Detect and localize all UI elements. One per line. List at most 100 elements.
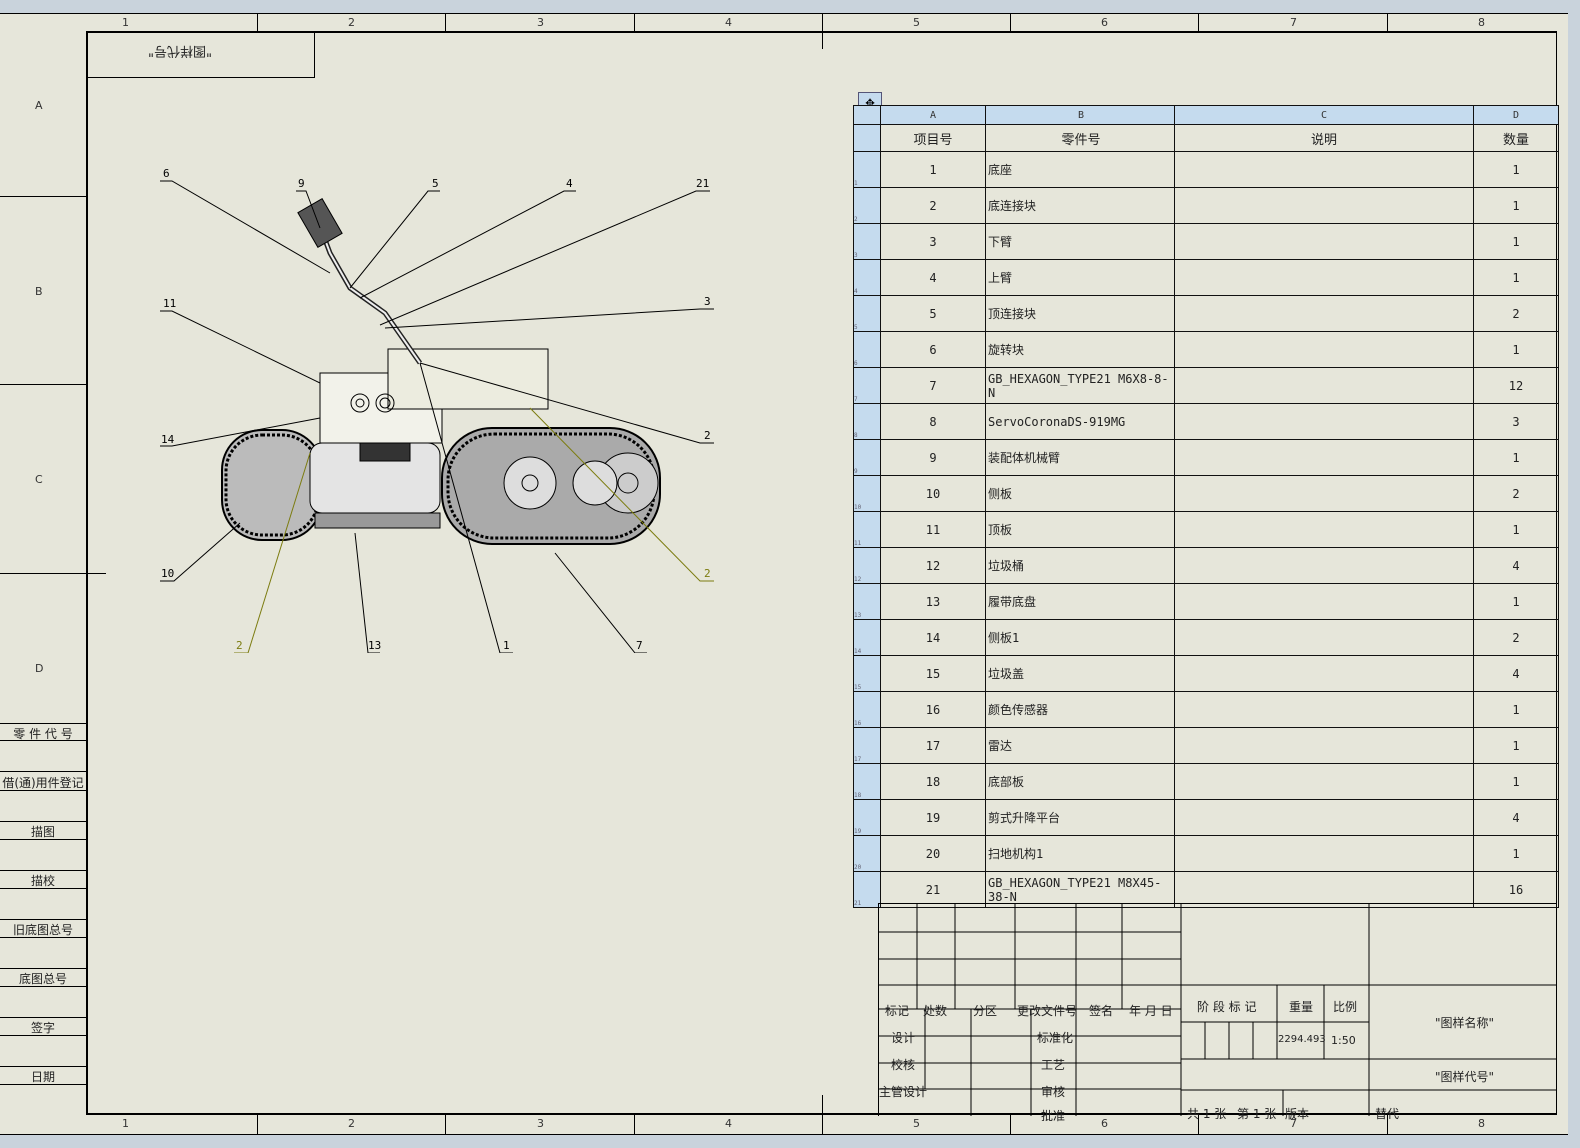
bom-cell-qty[interactable]: 12 — [1473, 367, 1559, 404]
bom-row-handle[interactable]: 6 — [853, 331, 881, 368]
bom-cell-qty[interactable]: 1 — [1473, 187, 1559, 224]
bom-cell-item[interactable]: 14 — [880, 619, 986, 656]
bom-row-handle[interactable]: 7 — [853, 367, 881, 404]
bom-cell-part[interactable]: 顶连接块 — [985, 295, 1175, 332]
bom-cell-qty[interactable]: 4 — [1473, 655, 1559, 692]
bom-cell-desc[interactable] — [1174, 403, 1474, 440]
bom-cell-item[interactable]: 21 — [880, 871, 986, 908]
bom-row-handle[interactable]: 20 — [853, 835, 881, 872]
bom-cell-item[interactable]: 17 — [880, 727, 986, 764]
bom-cell-part[interactable]: 垃圾盖 — [985, 655, 1175, 692]
bom-header-qty[interactable]: 数量 — [1473, 124, 1559, 152]
bom-cell-item[interactable]: 8 — [880, 403, 986, 440]
bom-cell-qty[interactable]: 1 — [1473, 691, 1559, 728]
bom-col-letter-d[interactable]: D — [1473, 105, 1559, 125]
bom-cell-qty[interactable]: 4 — [1473, 547, 1559, 584]
bom-cell-desc[interactable] — [1174, 295, 1474, 332]
bom-cell-qty[interactable]: 1 — [1473, 763, 1559, 800]
bom-cell-part[interactable]: 侧板 — [985, 475, 1175, 512]
bom-header-item[interactable]: 项目号 — [880, 124, 986, 152]
bom-row-handle[interactable]: 21 — [853, 871, 881, 908]
bom-cell-part[interactable]: 底部板 — [985, 763, 1175, 800]
bom-cell-item[interactable]: 11 — [880, 511, 986, 548]
bom-row-handle[interactable]: 19 — [853, 799, 881, 836]
bom-row-handle[interactable]: 2 — [853, 187, 881, 224]
bom-cell-qty[interactable]: 2 — [1473, 475, 1559, 512]
bom-cell-desc[interactable] — [1174, 439, 1474, 476]
bom-cell-item[interactable]: 18 — [880, 763, 986, 800]
bom-cell-qty[interactable]: 1 — [1473, 259, 1559, 296]
bom-cell-part[interactable]: 下臂 — [985, 223, 1175, 260]
bom-cell-part[interactable]: 颜色传感器 — [985, 691, 1175, 728]
bom-cell-desc[interactable] — [1174, 187, 1474, 224]
bom-cell-part[interactable]: ServoCoronaDS-919MG — [985, 403, 1175, 440]
bom-cell-item[interactable]: 1 — [880, 151, 986, 188]
bom-cell-desc[interactable] — [1174, 367, 1474, 404]
bom-cell-desc[interactable] — [1174, 151, 1474, 188]
bom-cell-desc[interactable] — [1174, 619, 1474, 656]
bom-row-handle[interactable]: 8 — [853, 403, 881, 440]
bom-row-handle[interactable]: 16 — [853, 691, 881, 728]
bom-cell-qty[interactable]: 1 — [1473, 511, 1559, 548]
bom-cell-part[interactable]: 侧板1 — [985, 619, 1175, 656]
bom-cell-item[interactable]: 9 — [880, 439, 986, 476]
bom-cell-desc[interactable] — [1174, 655, 1474, 692]
bom-cell-qty[interactable]: 1 — [1473, 439, 1559, 476]
bom-cell-part[interactable]: 剪式升降平台 — [985, 799, 1175, 836]
bom-row-handle[interactable]: 17 — [853, 727, 881, 764]
bom-cell-item[interactable]: 10 — [880, 475, 986, 512]
bom-cell-item[interactable]: 13 — [880, 583, 986, 620]
bom-cell-item[interactable]: 19 — [880, 799, 986, 836]
bom-cell-part[interactable]: GB_HEXAGON_TYPE21 M6X8-8-N — [985, 367, 1175, 404]
bom-header-part[interactable]: 零件号 — [985, 124, 1175, 152]
bom-cell-part[interactable]: 底连接块 — [985, 187, 1175, 224]
bom-cell-item[interactable]: 7 — [880, 367, 986, 404]
bom-cell-desc[interactable] — [1174, 727, 1474, 764]
bom-cell-qty[interactable]: 1 — [1473, 223, 1559, 260]
bom-cell-qty[interactable]: 2 — [1473, 619, 1559, 656]
bom-row-handle[interactable]: 9 — [853, 439, 881, 476]
bom-cell-item[interactable]: 3 — [880, 223, 986, 260]
bom-cell-qty[interactable]: 1 — [1473, 727, 1559, 764]
bom-row-handle[interactable]: 13 — [853, 583, 881, 620]
bom-cell-part[interactable]: 顶板 — [985, 511, 1175, 548]
bom-cell-part[interactable]: 上臂 — [985, 259, 1175, 296]
bom-cell-item[interactable]: 4 — [880, 259, 986, 296]
bom-cell-desc[interactable] — [1174, 223, 1474, 260]
bom-cell-qty[interactable]: 16 — [1473, 871, 1559, 908]
bom-cell-part[interactable]: 扫地机构1 — [985, 835, 1175, 872]
bom-row-handle[interactable]: 3 — [853, 223, 881, 260]
bom-cell-part[interactable]: 装配体机械臂 — [985, 439, 1175, 476]
bom-cell-desc[interactable] — [1174, 259, 1474, 296]
bom-cell-part[interactable]: 雷达 — [985, 727, 1175, 764]
bom-row-handle[interactable]: 1 — [853, 151, 881, 188]
bom-cell-desc[interactable] — [1174, 799, 1474, 836]
bom-cell-qty[interactable]: 1 — [1473, 331, 1559, 368]
bom-cell-desc[interactable] — [1174, 583, 1474, 620]
bom-row-handle[interactable]: 10 — [853, 475, 881, 512]
bom-cell-qty[interactable]: 1 — [1473, 835, 1559, 872]
bom-row-handle[interactable]: 4 — [853, 259, 881, 296]
bom-cell-qty[interactable]: 1 — [1473, 151, 1559, 188]
bom-cell-item[interactable]: 20 — [880, 835, 986, 872]
bom-cell-item[interactable]: 6 — [880, 331, 986, 368]
assembly-view[interactable]: 6 9 5 4 21 11 3 14 2 10 2 13 1 7 2 — [150, 153, 720, 653]
bom-header-desc[interactable]: 说明 — [1174, 124, 1474, 152]
bom-cell-desc[interactable] — [1174, 331, 1474, 368]
bom-row-handle[interactable]: 11 — [853, 511, 881, 548]
